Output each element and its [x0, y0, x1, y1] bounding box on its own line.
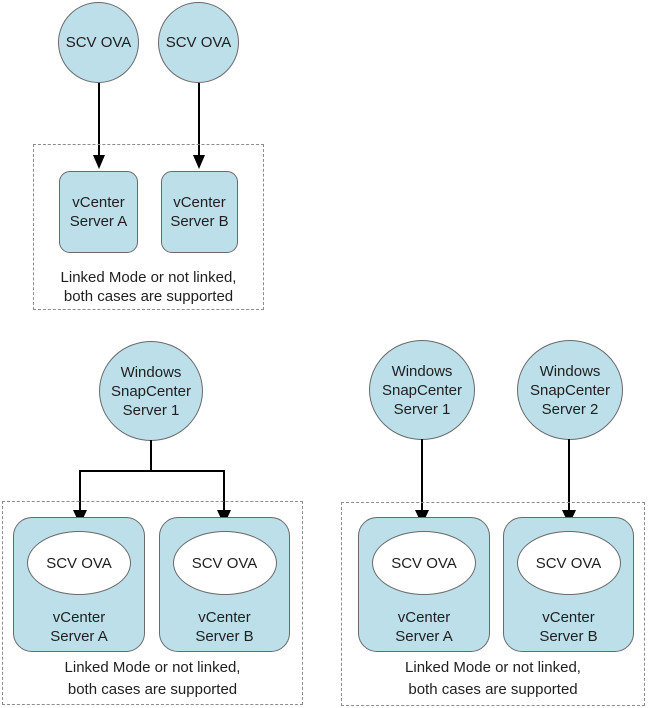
- vcenter-server-b-box-top: vCenter Server B: [161, 171, 238, 253]
- vcenter-server-b-box-bottom-right: SCV OVA vCenter Server B: [503, 517, 634, 652]
- snapcenter-server-1-node-right-label: Windows SnapCenter Server 1: [381, 362, 463, 418]
- scv-ova-node-1: SCV OVA: [58, 2, 139, 83]
- scv-ova-ellipse-br-b-label: SCV OVA: [535, 554, 602, 572]
- scv-ova-ellipse-bl-a-label: SCV OVA: [46, 554, 112, 572]
- vcenter-server-b-br-label: vCenter Server B: [539, 609, 598, 645]
- scv-ova-ellipse-bl-b: SCV OVA: [172, 531, 277, 595]
- linked-mode-boundary-bottom-right: [341, 502, 645, 706]
- scv-ova-node-1-label: SCV OVA: [65, 34, 132, 51]
- scv-ova-ellipse-br-b: SCV OVA: [516, 531, 621, 595]
- branch-horizontal-line: [79, 470, 225, 472]
- vcenter-server-a-br-label: vCenter Server A: [395, 609, 453, 645]
- snapcenter-server-2-node-label: Windows SnapCenter Server 2: [529, 362, 611, 418]
- linked-mode-caption-bottom-right: Linked Mode or not linked, both cases ar…: [405, 659, 581, 698]
- snapcenter-server-1-node-left: Windows SnapCenter Server 1: [99, 341, 203, 441]
- vcenter-server-a-bl-label: vCenter Server A: [50, 609, 108, 645]
- vcenter-server-a-box-top-label: vCenter Server A: [69, 194, 128, 230]
- arrow-sc2-to-vcenter-b-line: [568, 439, 570, 510]
- scv-ova-ellipse-bl-a: SCV OVA: [27, 531, 131, 595]
- scv-ova-node-2-label: SCV OVA: [165, 34, 232, 51]
- scv-ova-node-2: SCV OVA: [158, 2, 239, 83]
- vcenter-server-b-box-bottom-left: SCV OVA vCenter Server B: [159, 517, 290, 652]
- arrow-sc1-to-vcenter-a-line: [421, 439, 423, 510]
- scv-ova-ellipse-br-a: SCV OVA: [372, 531, 476, 595]
- vcenter-server-b-bl-label: vCenter Server B: [195, 609, 254, 645]
- linked-mode-caption-top-left: Linked Mode or not linked, both cases ar…: [60, 269, 237, 305]
- arrow-branch-to-vcenter-b-line: [223, 470, 225, 511]
- arrow-scv2-to-vcenter-b-head: [193, 155, 205, 169]
- arrow-scv2-to-vcenter-b-line: [198, 83, 200, 155]
- linked-mode-boundary-top-left: [33, 144, 264, 310]
- scv-ova-ellipse-bl-b-label: SCV OVA: [191, 554, 258, 572]
- vcenter-server-a-box-bottom-left: SCV OVA vCenter Server A: [13, 517, 145, 652]
- vcenter-server-a-box-bottom-right: SCV OVA vCenter Server A: [358, 517, 490, 652]
- branch-stem-line: [150, 440, 152, 471]
- linked-mode-boundary-bottom-left: [2, 501, 303, 705]
- snapcenter-server-1-node-right: Windows SnapCenter Server 1: [369, 340, 475, 440]
- scv-ova-ellipse-br-a-label: SCV OVA: [391, 554, 457, 572]
- arrow-scv1-to-vcenter-a-line: [98, 83, 100, 155]
- snapcenter-server-2-node: Windows SnapCenter Server 2: [517, 340, 623, 440]
- linked-mode-caption-bottom-left: Linked Mode or not linked, both cases ar…: [64, 659, 241, 698]
- snapcenter-server-1-node-left-label: Windows SnapCenter Server 1: [110, 363, 192, 419]
- vcenter-server-b-box-top-label: vCenter Server B: [170, 194, 229, 230]
- vcenter-server-a-box-top: vCenter Server A: [59, 171, 138, 253]
- arrow-scv1-to-vcenter-a-head: [93, 155, 105, 169]
- arrow-branch-to-vcenter-a-line: [79, 470, 81, 511]
